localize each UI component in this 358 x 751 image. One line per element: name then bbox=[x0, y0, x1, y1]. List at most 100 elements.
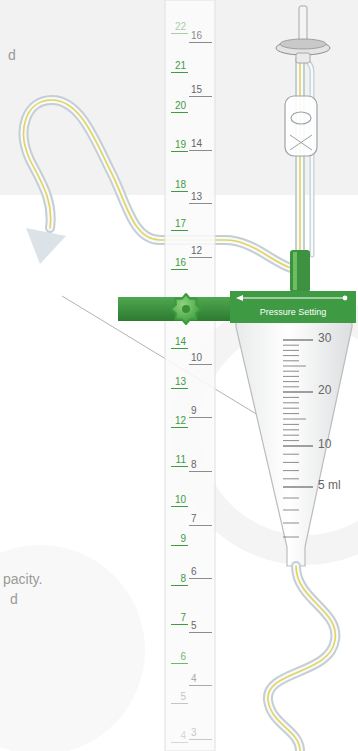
scale-tick bbox=[189, 203, 212, 204]
tube-wall bbox=[24, 100, 291, 268]
mmhg-scale-number: 16 bbox=[191, 30, 202, 41]
graduation-tick bbox=[283, 424, 299, 425]
graduation-tick bbox=[283, 523, 299, 524]
roller-clamp bbox=[285, 96, 317, 156]
cmh2o-scale-number: 22 bbox=[175, 21, 186, 32]
flow-arrowhead bbox=[26, 228, 66, 264]
cmh2o-scale-number: 18 bbox=[175, 179, 186, 190]
cmh2o-scale-number: 21 bbox=[175, 60, 186, 71]
scale-tick bbox=[171, 230, 188, 231]
scale-tick bbox=[189, 525, 212, 526]
scale-tick bbox=[171, 269, 188, 270]
scale-tick bbox=[171, 703, 188, 704]
mmhg-scale-number: 4 bbox=[191, 673, 197, 684]
cmh2o-scale-number: 5 bbox=[180, 691, 186, 702]
scale-tick bbox=[171, 151, 188, 152]
volume-mark: 5 ml bbox=[318, 479, 341, 492]
graduation-tick bbox=[283, 350, 299, 351]
background-circle bbox=[0, 545, 145, 751]
mmhg-scale-number: 7 bbox=[191, 513, 197, 524]
cropped-text: pacity. bbox=[3, 572, 42, 587]
graduation-tick bbox=[283, 360, 299, 361]
mmhg-scale-number: 13 bbox=[191, 191, 202, 202]
panel-label: Pressure Setting bbox=[230, 291, 356, 318]
knob-center bbox=[182, 305, 190, 313]
tube-lumen bbox=[306, 60, 312, 255]
scale-tick bbox=[171, 624, 188, 625]
graduation-tick bbox=[283, 391, 313, 392]
clamp-roller bbox=[291, 112, 311, 124]
mmhg-scale-number: 3 bbox=[191, 727, 197, 738]
scale-tick bbox=[189, 150, 212, 151]
cmh2o-scale-number: 9 bbox=[180, 533, 186, 544]
scale-tick bbox=[189, 42, 212, 43]
mmhg-scale-number: 5 bbox=[191, 620, 197, 631]
mmhg-scale-number: 14 bbox=[191, 138, 202, 149]
tube-wall bbox=[306, 60, 312, 255]
tube-core bbox=[268, 566, 335, 751]
tube-connector-highlight bbox=[293, 252, 297, 290]
mmhg-scale-number: 8 bbox=[191, 459, 197, 470]
tube-core bbox=[24, 100, 291, 268]
drain-tube bbox=[24, 100, 291, 268]
scale-tick bbox=[171, 466, 188, 467]
graduation-tick bbox=[283, 510, 299, 511]
cropped-text: d bbox=[10, 592, 18, 607]
scale-tick bbox=[171, 33, 188, 34]
cmh2o-scale-number: 12 bbox=[175, 415, 186, 426]
mmhg-scale-number: 15 bbox=[191, 84, 202, 95]
scale-tick bbox=[189, 578, 212, 579]
scale-tick bbox=[171, 112, 188, 113]
graduation-tick bbox=[283, 498, 299, 499]
filter-spike bbox=[299, 6, 307, 42]
cmh2o-scale-number: 6 bbox=[180, 651, 186, 662]
scale-tick bbox=[189, 96, 212, 97]
scale-ticks bbox=[171, 34, 212, 743]
cropped-text: d bbox=[8, 48, 16, 63]
arrow-dot bbox=[343, 296, 348, 301]
graduation-tick bbox=[283, 339, 313, 340]
volume-mark: 30 bbox=[318, 332, 331, 345]
cmh2o-scale-number: 13 bbox=[175, 376, 186, 387]
mmhg-scale-number: 9 bbox=[191, 405, 197, 416]
patient-tube bbox=[268, 566, 335, 751]
scale-tick bbox=[171, 427, 188, 428]
arrow-head bbox=[236, 295, 243, 301]
graduation-tick bbox=[283, 454, 299, 455]
graduation-tick bbox=[283, 440, 299, 441]
cmh2o-scale-number: 20 bbox=[175, 100, 186, 111]
air-filter bbox=[276, 6, 330, 63]
cmh2o-scale-number: 19 bbox=[175, 139, 186, 150]
scale-tick bbox=[189, 364, 212, 365]
graduation-tick bbox=[283, 462, 299, 463]
graduation-tick bbox=[283, 435, 299, 436]
cmh2o-scale-number: 7 bbox=[180, 612, 186, 623]
cmh2o-scale-number: 11 bbox=[176, 454, 186, 465]
scale-tick bbox=[171, 663, 188, 664]
graduation-tick bbox=[283, 478, 299, 479]
scale-tick bbox=[189, 632, 212, 633]
graduation-ticks bbox=[283, 340, 313, 537]
cmh2o-scale-number: 10 bbox=[175, 494, 186, 505]
scale-tick bbox=[171, 388, 188, 389]
scale-tick bbox=[171, 191, 188, 192]
graduation-tick bbox=[283, 445, 313, 446]
cmh2o-scale-number: 14 bbox=[175, 336, 186, 347]
graduation-tick bbox=[283, 381, 299, 382]
setting-knob bbox=[171, 294, 201, 324]
cmh2o-scale-number: 8 bbox=[180, 573, 186, 584]
graduation-tick bbox=[283, 408, 299, 409]
graduation-tick bbox=[283, 413, 299, 414]
volume-mark: 20 bbox=[318, 384, 331, 397]
mmhg-scale-number: 6 bbox=[191, 566, 197, 577]
scale-tick bbox=[171, 506, 188, 507]
scale-tick bbox=[189, 417, 212, 418]
cmh2o-scale-number: 16 bbox=[175, 257, 186, 268]
cmh2o-scale-number: 17 bbox=[175, 218, 186, 229]
scale-tick bbox=[189, 257, 212, 258]
tube-wall bbox=[268, 566, 335, 751]
clamp-body bbox=[285, 96, 317, 156]
